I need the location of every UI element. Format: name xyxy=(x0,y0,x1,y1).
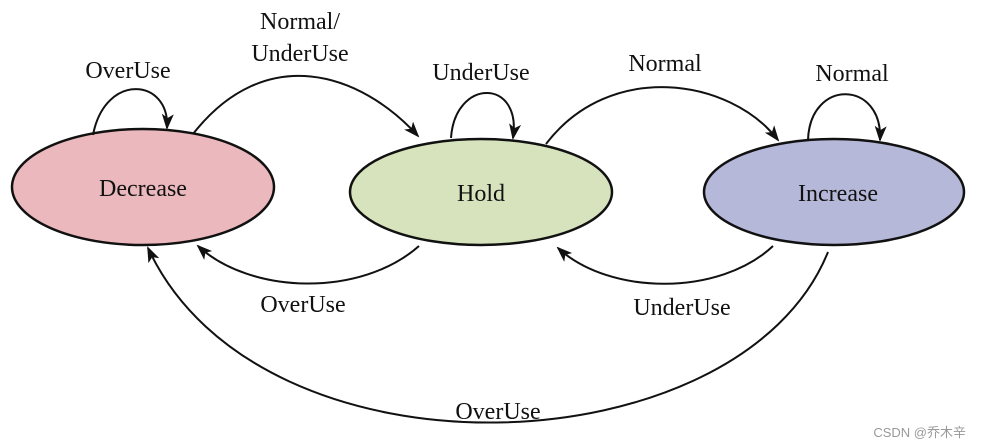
state-decrease-label: Decrease xyxy=(99,176,187,202)
label-increase-to-decrease: OverUse xyxy=(455,399,540,425)
label-hold-self: UnderUse xyxy=(432,60,529,86)
edge-hold-self-loop xyxy=(450,92,521,140)
state-decrease-shape xyxy=(10,127,276,247)
state-hold-shape xyxy=(348,137,614,247)
state-increase-label: Increase xyxy=(798,181,878,207)
edge-increase-to-hold xyxy=(556,245,774,285)
label-decrease-self: OverUse xyxy=(85,58,170,84)
label-increase-to-hold: UnderUse xyxy=(633,295,730,321)
edge-decrease-to-hold xyxy=(192,74,420,138)
watermark: CSDN @乔木辛 xyxy=(873,425,966,440)
edge-hold-to-increase xyxy=(545,86,780,145)
state-increase-shape xyxy=(702,137,966,247)
state-hold: Hold xyxy=(348,137,614,247)
edge-increase-to-decrease xyxy=(147,246,829,424)
label-decrease-to-hold-line2: UnderUse xyxy=(251,41,348,67)
edge-decrease-self-loop xyxy=(92,88,174,136)
edge-increase-self-loop xyxy=(807,93,887,142)
state-decrease: Decrease xyxy=(10,127,276,247)
state-hold-label: Hold xyxy=(457,181,505,207)
label-hold-to-increase: Normal xyxy=(628,51,702,77)
label-increase-self: Normal xyxy=(815,61,889,87)
state-increase: Increase xyxy=(702,137,966,247)
label-hold-to-decrease: OverUse xyxy=(260,292,345,318)
label-decrease-to-hold-line1: Normal/ xyxy=(260,9,340,35)
edge-hold-to-decrease xyxy=(196,244,420,285)
